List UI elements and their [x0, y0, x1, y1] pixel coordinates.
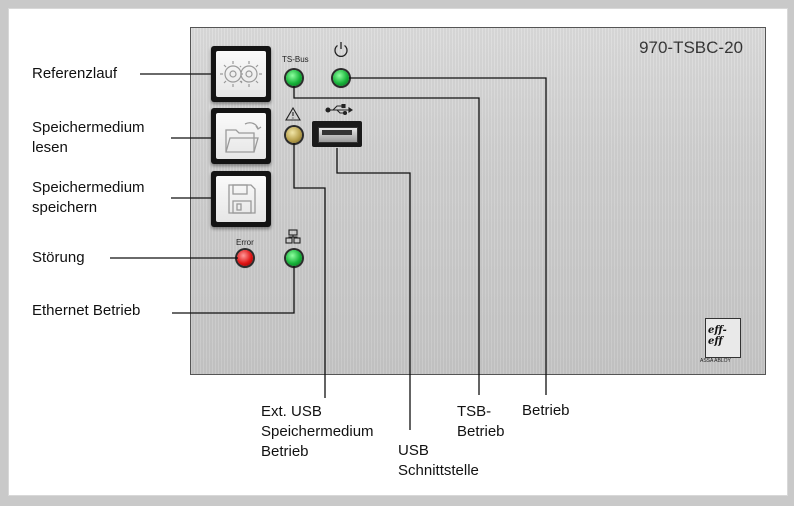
label-speicher-lesen-2: lesen: [32, 138, 68, 158]
label-speicher-speichern-1: Speichermedium: [32, 178, 145, 198]
line-ext-usb: [294, 143, 325, 398]
label-ext-usb-3: Betrieb: [261, 442, 309, 462]
label-tsb-1: TSB-: [457, 402, 491, 422]
line-tsb: [294, 86, 479, 395]
label-ethernet: Ethernet Betrieb: [32, 301, 140, 321]
line-ethernet: [172, 266, 294, 313]
label-referenzlauf: Referenzlauf: [32, 64, 117, 84]
label-usb-2: Schnittstelle: [398, 461, 479, 481]
label-betrieb: Betrieb: [522, 401, 570, 421]
label-ext-usb-1: Ext. USB: [261, 402, 322, 422]
label-speicher-speichern-2: speichern: [32, 198, 97, 218]
line-betrieb: [349, 78, 546, 395]
label-tsb-2: Betrieb: [457, 422, 505, 442]
label-speicher-lesen-1: Speichermedium: [32, 118, 145, 138]
line-usb: [337, 148, 410, 430]
label-usb-1: USB: [398, 441, 429, 461]
label-stoerung: Störung: [32, 248, 85, 268]
label-ext-usb-2: Speichermedium: [261, 422, 374, 442]
